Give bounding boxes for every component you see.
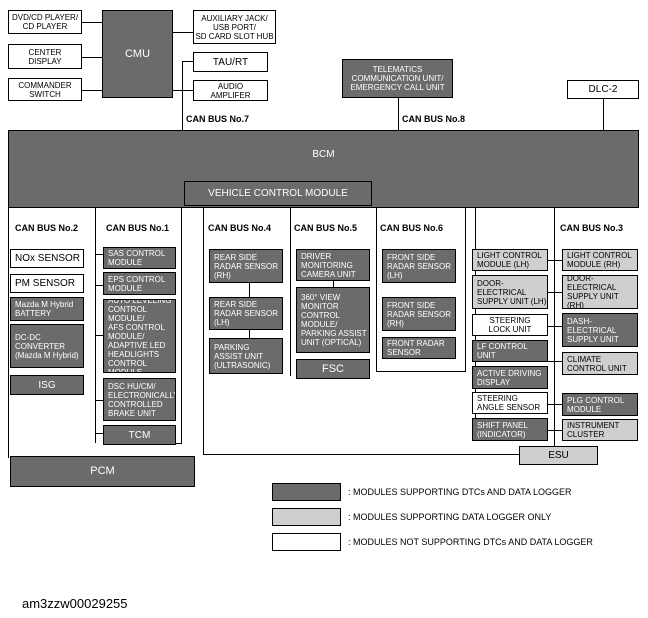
pcm-box: PCM xyxy=(10,456,195,487)
front-radar-sensor-box: FRONT RADAR SENSOR xyxy=(382,337,456,359)
can-bus-5-label: CAN BUS No.5 xyxy=(294,223,358,233)
dsc-hu-cm-box: DSC HU/CM/ ELECTRONICALLY CONTROLLED BRA… xyxy=(103,378,176,421)
isg-box: ISG xyxy=(10,375,84,395)
legend-white-label: : MODULES NOT SUPPORTING DTCs AND DATA L… xyxy=(348,537,593,547)
hybrid-battery-box: Mazda M Hybrid BATTERY xyxy=(10,297,84,321)
rear-side-radar-lh-box: REAR SIDE RADAR SENSOR (LH) xyxy=(209,297,283,330)
legend-swatch-white xyxy=(272,533,341,551)
auto-leveling-module-box: AUTO LEVELING CONTROL MODULE/ AFS CONTRO… xyxy=(103,299,176,373)
light-control-rh-box: LIGHT CONTROL MODULE (RH) xyxy=(562,249,638,271)
front-side-radar-rh-box: FRONT SIDE RADAR SENSOR (RH) xyxy=(382,297,456,331)
can-bus-7-line xyxy=(182,61,183,130)
can-bus-3-line xyxy=(554,208,555,446)
sas-control-module-box: SAS CONTROL MODULE xyxy=(103,247,176,269)
connector-line xyxy=(548,404,562,405)
climate-control-unit-box: CLIMATE CONTROL UNIT xyxy=(562,352,638,375)
dash-electrical-supply-box: DASH- ELECTRICAL SUPPLY UNIT xyxy=(562,313,638,347)
tau-rt-box: TAU/RT xyxy=(193,52,268,72)
connector-line xyxy=(548,361,562,362)
connector-line xyxy=(465,206,466,372)
connector-line xyxy=(95,433,103,434)
can-bus-6-line xyxy=(376,206,377,372)
can-bus-8-label: CAN BUS No.8 xyxy=(402,114,466,124)
connector-line xyxy=(82,57,102,58)
can-bus-6-label: CAN BUS No.6 xyxy=(380,223,444,233)
can-bus-1-right-line xyxy=(181,208,182,443)
dlc-line xyxy=(603,99,604,130)
lf-control-unit-box: LF CONTROL UNIT xyxy=(472,340,548,362)
pm-sensor-box: PM SENSOR xyxy=(10,274,84,293)
connector-line xyxy=(173,90,193,91)
connector-line xyxy=(95,400,103,401)
connector-line xyxy=(548,292,562,293)
driver-monitoring-camera-box: DRIVER MONITORING CAMERA UNIT xyxy=(296,249,370,281)
can-bus-2-line xyxy=(8,208,9,458)
legend-swatch-dark xyxy=(272,483,341,501)
connector-line xyxy=(548,430,562,431)
active-driving-display-box: ACTIVE DRIVING DISPLAY xyxy=(472,366,548,389)
can-bus-3-label: CAN BUS No.3 xyxy=(560,223,624,233)
instrument-cluster-box: INSTRUMENT CLUSTER xyxy=(562,419,638,441)
connector-line xyxy=(548,326,562,327)
connector-line xyxy=(95,285,103,286)
360-view-monitor-box: 360° VIEW MONITOR CONTROL MODULE/ PARKIN… xyxy=(296,287,370,353)
cmu-box: CMU xyxy=(102,10,173,98)
figure-code: am3zzw00029255 xyxy=(22,596,128,611)
can-bus-8-line xyxy=(398,98,399,130)
steering-angle-sensor-box: STEERING ANGLE SENSOR xyxy=(472,392,548,414)
can-bus-2-label: CAN BUS No.2 xyxy=(15,223,79,233)
can-bus-1-line xyxy=(95,208,96,443)
legend-dark-label: : MODULES SUPPORTING DTCs AND DATA LOGGE… xyxy=(348,487,572,497)
esu-box: ESU xyxy=(519,446,598,465)
center-display-box: CENTER DISPLAY xyxy=(8,44,82,69)
legend-swatch-light xyxy=(272,508,341,526)
connector-line xyxy=(82,22,102,23)
legend-light-label: : MODULES SUPPORTING DATA LOGGER ONLY xyxy=(348,512,552,522)
parking-assist-unit-box: PARKING ASSIST UNIT (ULTRASONIC) xyxy=(209,338,283,374)
connector-line xyxy=(249,283,250,297)
door-electrical-lh-box: DOOR- ELECTRICAL SUPPLY UNIT (LH) xyxy=(472,275,548,309)
connector-line xyxy=(548,260,562,261)
connector-line xyxy=(249,330,250,338)
connector-line xyxy=(176,443,182,444)
can-bus-1-label: CAN BUS No.1 xyxy=(106,223,170,233)
shift-panel-box: SHIFT PANEL (INDICATOR) xyxy=(472,418,548,441)
connector-line xyxy=(82,90,102,91)
eps-control-module-box: EPS CONTROL MODULE xyxy=(103,272,176,295)
steering-lock-unit-box: STEERING LOCK UNIT xyxy=(472,314,548,336)
can-bus-7-label: CAN BUS No.7 xyxy=(186,114,250,124)
connector-line xyxy=(203,454,519,455)
commander-switch-box: COMMANDER SWITCH xyxy=(8,78,82,101)
tcm-box: TCM xyxy=(103,425,176,445)
fsc-box: FSC xyxy=(296,359,370,379)
rear-side-radar-rh-box: REAR SIDE RADAR SENSOR (RH) xyxy=(209,249,283,283)
can-bus-4-label: CAN BUS No.4 xyxy=(208,223,272,233)
dlc-2-box: DLC-2 xyxy=(567,80,639,99)
light-control-lh-box: LIGHT CONTROL MODULE (LH) xyxy=(472,249,548,271)
audio-amplifier-box: AUDIO AMPLIFER xyxy=(193,80,268,101)
connector-line xyxy=(173,32,193,33)
connector-line xyxy=(376,371,465,372)
bcm-label: BCM xyxy=(312,149,335,160)
dc-dc-converter-box: DC-DC CONVERTER (Mazda M Hybrid) xyxy=(10,324,84,368)
telematics-box: TELEMATICS COMMUNICATION UNIT/ EMERGENCY… xyxy=(342,59,453,98)
front-side-radar-lh-box: FRONT SIDE RADAR SENSOR (LH) xyxy=(382,249,456,283)
vehicle-control-module-box: VEHICLE CONTROL MODULE xyxy=(184,181,372,206)
nox-sensor-box: NOx SENSOR xyxy=(10,249,84,268)
door-electrical-rh-box: DOOR- ELECTRICAL SUPPLY UNIT (RH) xyxy=(562,275,638,309)
connector-line xyxy=(333,281,334,287)
auxiliary-jack-box: AUXILIARY JACK/ USB PORT/ SD CARD SLOT H… xyxy=(193,10,276,44)
can-bus-5-line xyxy=(290,206,291,376)
connector-line xyxy=(95,335,103,336)
plg-control-module-box: PLG CONTROL MODULE xyxy=(562,393,638,416)
connector-line xyxy=(182,61,193,62)
dvd-cd-player-box: DVD/CD PLAYER/ CD PLAYER xyxy=(8,10,82,34)
connector-line xyxy=(95,254,103,255)
can-bus-4-line xyxy=(203,206,204,454)
